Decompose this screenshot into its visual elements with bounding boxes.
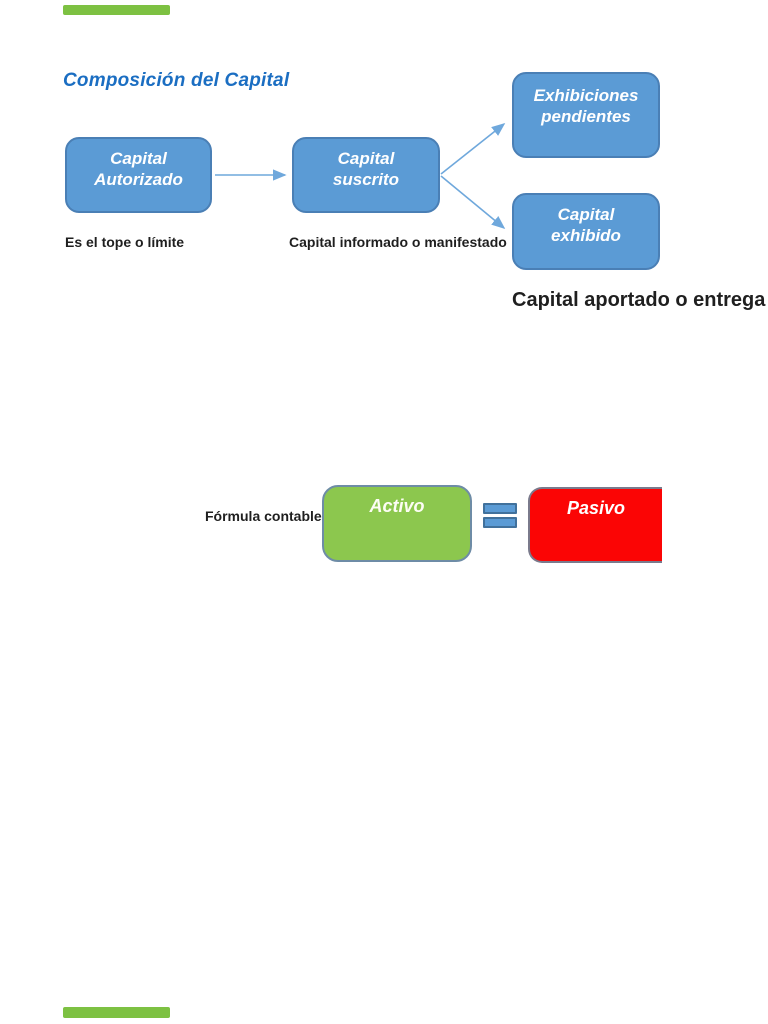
caption-capital-suscrito: Capital informado o manifestado — [289, 234, 507, 250]
arrow-suscrito-to-exhibido — [440, 175, 506, 230]
node-capital-suscrito: Capital suscrito — [292, 137, 440, 213]
node-exhibiciones-pendientes-label: Exhibiciones pendientes — [533, 86, 639, 126]
arrow-suscrito-to-exhibiciones — [440, 123, 506, 175]
node-capital-exhibido-label: Capital exhibido — [551, 205, 621, 245]
node-pasivo: Pasivo — [528, 487, 662, 563]
node-exhibiciones-pendientes: Exhibiciones pendientes — [512, 72, 660, 158]
equals-bar-top — [483, 503, 517, 514]
node-capital-suscrito-label: Capital suscrito — [332, 149, 400, 189]
node-capital-exhibido: Capital exhibido — [512, 193, 660, 270]
caption-capital-autorizado: Es el tope o límite — [65, 234, 185, 250]
clipped-green-box-bottom — [63, 1007, 170, 1018]
node-capital-autorizado-label: Capital Autorizado — [94, 149, 183, 189]
formula-label: Fórmula contable — [205, 508, 322, 524]
equals-sign-icon — [483, 503, 517, 531]
equals-bar-bottom — [483, 517, 517, 528]
node-activo-label: Activo — [369, 496, 425, 516]
page-title: Composición del Capital — [63, 70, 290, 91]
node-activo: Activo — [322, 485, 472, 562]
node-capital-autorizado: Capital Autorizado — [65, 137, 212, 213]
clipped-green-box-top — [63, 5, 170, 15]
node-pasivo-label: Pasivo — [566, 498, 626, 518]
caption-capital-exhibido: Capital aportado o entrega — [512, 289, 766, 311]
